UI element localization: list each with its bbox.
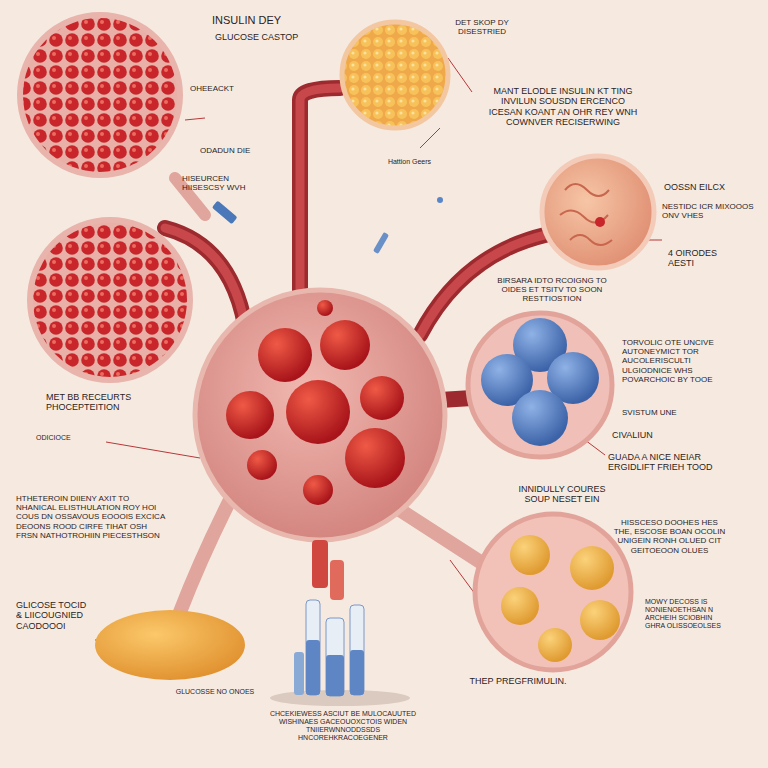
annotation-text: ODICIOCE <box>36 434 104 442</box>
annotation-text: GLUCOSE CASTOP <box>215 32 330 42</box>
red-sphere <box>360 376 404 420</box>
cell-circle <box>195 290 445 540</box>
annotation-text: MOWY DECOSS IS NONIENOETHSAN N ARCHEIH S… <box>645 598 733 630</box>
cell-circle <box>542 156 654 268</box>
annotation-text: HISEURCEN HIISESCSY WVH <box>182 174 272 192</box>
annotation-text: CHCEKIEWESS ASCIUT BE MULOCAUUTED WISHIN… <box>268 710 418 742</box>
red-sphere <box>317 300 333 316</box>
annotation-text: GUADA A NICE NEIAR ERGIDLIFT FRIEH TOOD <box>608 452 720 473</box>
cell-circle <box>468 313 612 457</box>
leader-lines <box>95 58 662 640</box>
red-sphere <box>345 428 405 488</box>
red-sphere <box>226 391 274 439</box>
vessel <box>300 88 340 300</box>
red-sphere <box>286 380 350 444</box>
annotation-text: NESTIDC ICR MIXOOOS ONV VHES <box>662 202 754 220</box>
vial-liquid <box>326 655 344 696</box>
leader-line <box>420 128 440 148</box>
receptor-cell <box>468 313 612 457</box>
annotation-text: INSULIN DEY <box>212 14 327 27</box>
yellow-sphere <box>580 600 620 640</box>
annotation-text: MANT ELODLE INSULIN KT TING INVILUN SOUS… <box>483 86 643 127</box>
fat-cell <box>475 514 631 670</box>
vial <box>306 600 320 695</box>
yellow-sphere <box>501 587 539 625</box>
yellow-sphere <box>538 628 572 662</box>
vial <box>326 618 344 696</box>
annotation-text: DET SKOP DY DISESTRIED <box>442 18 522 36</box>
vessel <box>300 88 340 300</box>
annotation-text: OHEEACKT <box>190 84 270 93</box>
annotation-text: 4 OIRODES AESTI <box>668 248 743 269</box>
annotation-text: GLICOSE TOCID & LIICOUGNIED CAODOOOI <box>16 600 88 631</box>
annotation-text: MET BB RECEURTS PHOCEPTEITION <box>46 392 156 413</box>
central-cell <box>195 290 445 540</box>
leader-line <box>185 118 205 120</box>
yellow-sphere <box>510 535 550 575</box>
syringe <box>373 232 389 254</box>
vial-liquid <box>306 640 320 695</box>
cell-circle <box>475 514 631 670</box>
organ-ellipse <box>95 610 245 680</box>
annotation-text: TORVOLIC OTE UNCIVE AUTONEYMICT TOR AUCO… <box>622 338 724 384</box>
annotation-text: OOSSN EILCX <box>664 182 759 192</box>
annotation-text: ODADUN DIE <box>200 146 285 155</box>
vial <box>294 652 304 695</box>
syringe <box>212 201 238 225</box>
annotation-text: GLUCOSSE NO ONOES <box>160 688 270 696</box>
annotation-text: THEP PREGFRIMULIN. <box>458 676 578 686</box>
leader-line <box>448 58 472 92</box>
annotation-text: INNIDULLY COURES SOUP NESET EIN <box>508 484 616 505</box>
vials <box>270 540 410 706</box>
leader-line <box>106 442 200 458</box>
vessel <box>180 500 230 612</box>
blue-sphere <box>512 390 568 446</box>
vessel <box>400 510 485 565</box>
red-sphere <box>258 328 312 382</box>
annotation-text: SVISTUM UNE <box>622 408 717 417</box>
red-sphere <box>247 450 277 480</box>
tube <box>330 560 344 600</box>
tissue-texture <box>560 184 612 245</box>
cell-circle <box>342 22 448 128</box>
annotation-text: HTHETEROIN DIIENY AXIT TO NHANICAL ELIST… <box>16 494 168 540</box>
red-sphere <box>320 320 370 370</box>
yellow-sphere <box>570 546 614 590</box>
cell-circle <box>20 15 180 175</box>
tube <box>312 540 328 588</box>
cell-circle <box>30 220 190 380</box>
red-sphere <box>303 475 333 505</box>
vial <box>350 605 364 695</box>
annotation-text: BIRSARA IDTO RCOIGNG TO OIDES ET TSITV T… <box>486 276 618 304</box>
annotation-text: CIVALIUN <box>612 430 697 440</box>
tissue-circle <box>542 156 654 268</box>
annotation-text: Hattion Geers <box>372 158 447 166</box>
annotation-text: HISSCESO DOOHES HES THE, ESCOSE BOAN OCO… <box>612 518 727 555</box>
vial-liquid <box>350 650 364 695</box>
leader-line <box>585 440 605 455</box>
cell-dot <box>595 217 605 227</box>
marker-dot <box>437 197 443 203</box>
